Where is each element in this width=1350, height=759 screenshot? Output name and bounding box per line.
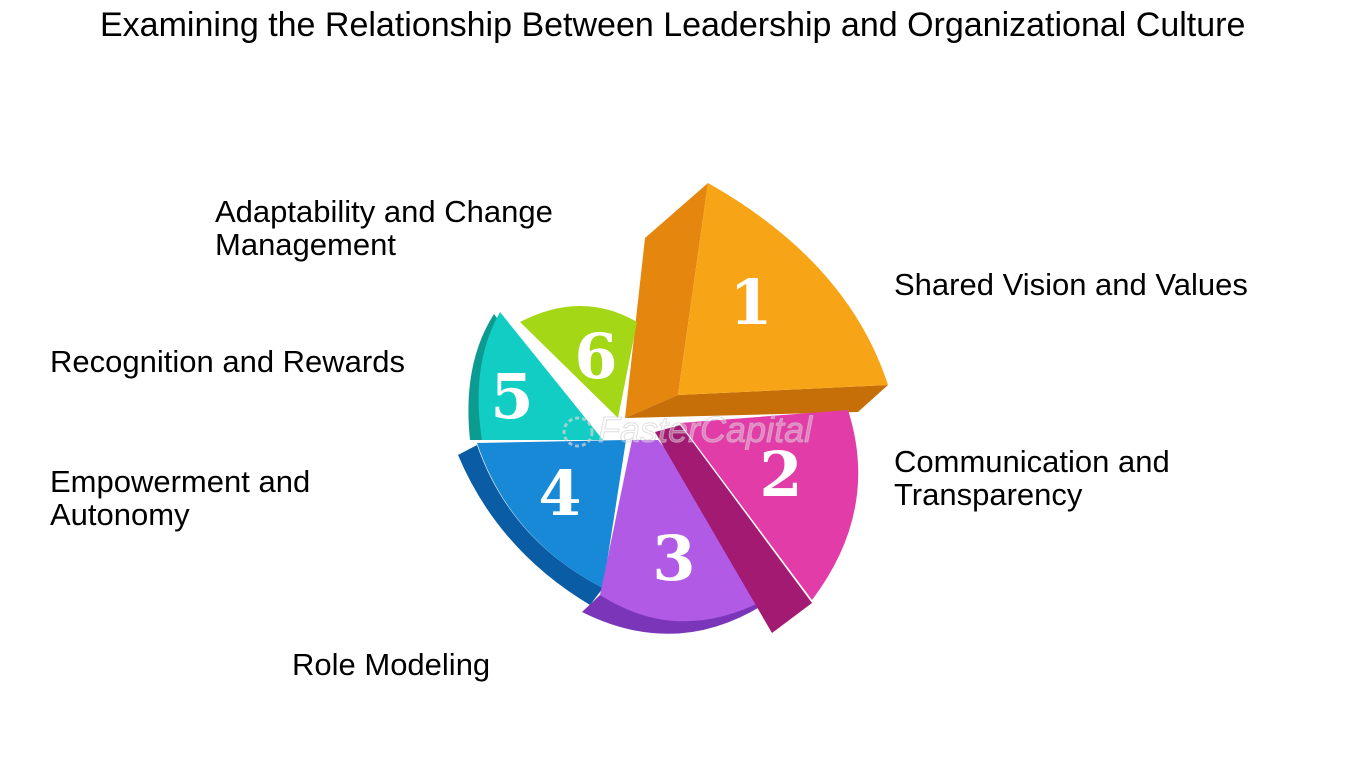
- segment-2-face: [680, 410, 859, 600]
- label-empowerment-and-autonomy: Empowerment and Autonomy: [50, 464, 311, 532]
- segment-5-side: [468, 314, 500, 440]
- segment-4: [458, 440, 626, 605]
- segment-6: [520, 306, 637, 418]
- watermark-gear-icon: [562, 416, 594, 448]
- segment-1-face: [678, 183, 888, 395]
- diagram-title: Examining the Relationship Between Leade…: [100, 6, 1246, 44]
- watermark: FasterCapital: [562, 409, 814, 451]
- segment-4-face: [477, 440, 626, 588]
- segment-5-number: 5: [490, 360, 533, 433]
- segment-6-number: 6: [574, 320, 617, 393]
- segment-2-number: 2: [759, 438, 802, 511]
- label-role-modeling: Role Modeling: [292, 647, 491, 682]
- label-communication-and-transparency: Communication and Transparency: [894, 444, 1170, 512]
- segment-4-number: 4: [538, 457, 581, 530]
- segment-3-side: [582, 590, 782, 634]
- segment-2: [655, 410, 859, 633]
- segment-5: [468, 312, 603, 440]
- segment-1: [625, 183, 888, 418]
- segment-1-number: 1: [729, 266, 772, 339]
- segment-2-side: [655, 425, 812, 633]
- segment-3-face: [600, 440, 782, 622]
- segment-1-side: [625, 183, 708, 418]
- segment-5-face: [478, 312, 603, 440]
- segment-1-base: [625, 385, 888, 418]
- segment-3: [582, 440, 782, 634]
- label-recognition-and-rewards: Recognition and Rewards: [50, 344, 405, 379]
- segment-6-face: [520, 306, 637, 418]
- label-adaptability-and-change-management: Adaptability and Change Management: [215, 194, 553, 262]
- label-shared-vision-and-values: Shared Vision and Values: [894, 267, 1248, 302]
- segment-3-number: 3: [652, 522, 695, 595]
- segment-4-side: [458, 445, 603, 605]
- watermark-text: FasterCapital: [598, 409, 813, 450]
